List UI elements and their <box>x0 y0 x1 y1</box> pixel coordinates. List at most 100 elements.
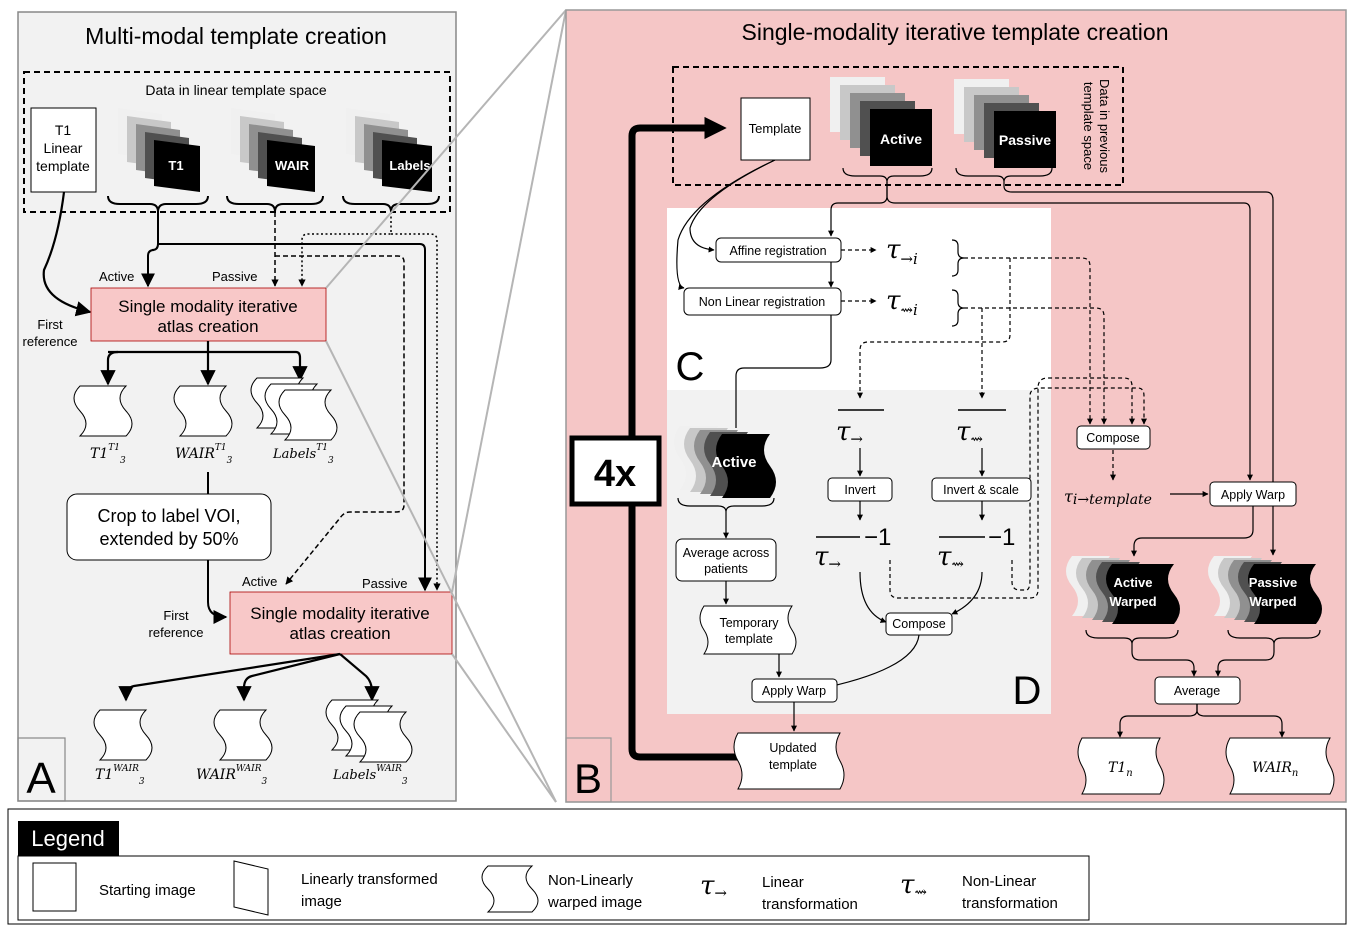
out2-wair-sup: WAIR <box>236 764 262 774</box>
panel-a-title: Multi-modal template creation <box>85 23 387 49</box>
legend-tau-1: τ <box>700 871 715 901</box>
out2-t1-sup: WAIR <box>113 764 139 774</box>
panel-b-letter: B <box>574 755 602 802</box>
invert-label: Invert <box>844 483 876 497</box>
out1-labels-base: Labels <box>272 447 317 462</box>
out2-t1-image <box>93 709 153 761</box>
arrow-t1-active-1 <box>141 212 159 288</box>
arrow-out2-t1 <box>118 652 341 702</box>
out2-wair-sub: 3 <box>262 777 268 787</box>
out1-t1-base: T1 <box>90 446 108 462</box>
legend-linear-transform-symbol: τ→ <box>700 871 727 902</box>
out2-t1-base: T1 <box>95 767 113 783</box>
legend-starting-image-label: Starting image <box>99 882 196 899</box>
svg-text:LabelsT13: LabelsT13 <box>272 443 334 466</box>
first-reference-2-line2: reference <box>149 625 204 640</box>
side-label-line2: template space <box>1081 82 1096 170</box>
tau-inv-nonlinear-power: −1 <box>988 524 1015 551</box>
atlas-creation-box-1 <box>90 287 327 342</box>
atlas-box-1-line1: Single modality iterative <box>118 297 298 316</box>
passive-stack-label: Passive <box>999 132 1051 148</box>
arrow-active-apply-warp <box>886 182 1253 481</box>
passive-warped-stack: Passive Warped <box>1208 556 1322 624</box>
tau-bar-nonlinear: τ⇝ <box>956 417 983 448</box>
crop-box-line2: extended by 50% <box>99 529 238 549</box>
side-label-line1: Data in previous <box>1097 79 1112 173</box>
legend-nonlinear-icon <box>481 865 539 913</box>
transform-routing <box>857 257 1147 599</box>
out2-labels-base: Labels <box>332 768 377 783</box>
passive-image-stack: Passive <box>954 79 1056 168</box>
legend-nonlinear-transform-symbol: τ⇝ <box>900 870 927 901</box>
affine-label: Affine registration <box>729 244 826 258</box>
invert-scale-label: Invert & scale <box>943 483 1019 497</box>
tau-bar-nonlinear-symbol: τ <box>956 417 971 447</box>
out1-wair-image <box>173 385 233 437</box>
tau-inv-linear: τ→ <box>814 542 841 573</box>
linear-data-label: Data in linear template space <box>145 82 327 98</box>
arrow-t1-active-2 <box>158 243 432 592</box>
passive-label-2: Passive <box>362 576 408 591</box>
panel-a-letter: A <box>26 754 56 803</box>
first-reference-1-line1: First <box>37 317 63 332</box>
tau-nonlinear-symbol: τ <box>886 286 901 316</box>
tau-nonlinear-sub: ⇝i <box>900 301 918 319</box>
out2-labels-sub: 3 <box>402 777 408 787</box>
active-stack-label: Active <box>880 131 922 147</box>
out2-wair-label: WAIRWAIR3 <box>196 764 268 787</box>
legend-linear-transform-line1: Linear <box>762 874 804 891</box>
out2-t1-sub: 3 <box>139 777 145 787</box>
tau-template-symbol: τ <box>1064 487 1074 506</box>
tau-linear-sub: →i <box>900 250 918 268</box>
out1-t1-label: T1T13 <box>90 443 126 466</box>
legend-linear-icon <box>233 860 269 916</box>
tau-nonlinear-i: τ⇝i <box>886 286 918 319</box>
atlas-box-1-line2: atlas creation <box>157 317 258 336</box>
atlas-box-2-line2: atlas creation <box>289 624 390 643</box>
tau-linear-i: τ→i <box>886 235 918 268</box>
out1-wair-sub: 3 <box>227 456 233 466</box>
panel-b-letter-box <box>565 737 612 803</box>
compose-d-label: Compose <box>892 617 946 631</box>
active-d-label: Active <box>711 454 756 471</box>
legend-linear-sub: → <box>714 884 727 902</box>
active-warped-line1: Active <box>1113 575 1152 590</box>
out1-labels-image <box>250 377 338 441</box>
atlas-creation-box-2 <box>229 591 453 655</box>
zoom-lines <box>325 9 567 803</box>
tau-inv-linear-sub: → <box>828 555 841 573</box>
tau-bar-linear-sub: → <box>850 430 863 448</box>
tau-bar-linear-symbol: τ <box>836 417 851 447</box>
arrow-first-reference-1 <box>42 191 92 317</box>
out1-wair-label: WAIRT13 <box>175 443 233 466</box>
svg-text:T1T13: T1T13 <box>90 443 126 466</box>
active-warped-stack: Active Warped <box>1066 556 1180 624</box>
compose-right-box <box>1076 425 1151 450</box>
svg-text:WAIRT13: WAIRT13 <box>175 443 233 466</box>
temporary-template-line2: template <box>725 632 773 646</box>
t1-stack-label: T1 <box>168 158 183 173</box>
out1-labels-sub: 3 <box>328 456 334 466</box>
t1-linear-template-line3: template <box>36 158 90 174</box>
active-warped-stack-d: Active <box>674 426 776 498</box>
out-wairn-label: WAIRn <box>1252 760 1298 779</box>
average-label: Average <box>1174 684 1220 698</box>
out1-t1-image <box>73 385 133 437</box>
out2-labels-sup: WAIR <box>376 764 402 774</box>
apply-warp-right-label: Apply Warp <box>1221 488 1285 502</box>
active-label-2: Active <box>242 574 277 589</box>
active-image-stack: Active <box>830 77 932 166</box>
tau-bar-linear: τ→ <box>836 417 863 448</box>
updated-template-line1: Updated <box>769 741 816 755</box>
out-wairn-base: WAIR <box>1252 760 1292 776</box>
legend-linear-line1: Linearly transformed <box>301 871 438 888</box>
repeat-box <box>569 435 662 507</box>
repeat-label: 4x <box>594 453 636 495</box>
arrows-outputs-1 <box>108 341 302 359</box>
out-wairn-shape <box>1225 737 1335 795</box>
tau-inv-linear-symbol: τ <box>814 542 829 572</box>
updated-template-shape <box>733 732 845 790</box>
linear-data-box <box>23 71 451 213</box>
panel-b: Single-modality iterative template creat… <box>565 9 1347 803</box>
